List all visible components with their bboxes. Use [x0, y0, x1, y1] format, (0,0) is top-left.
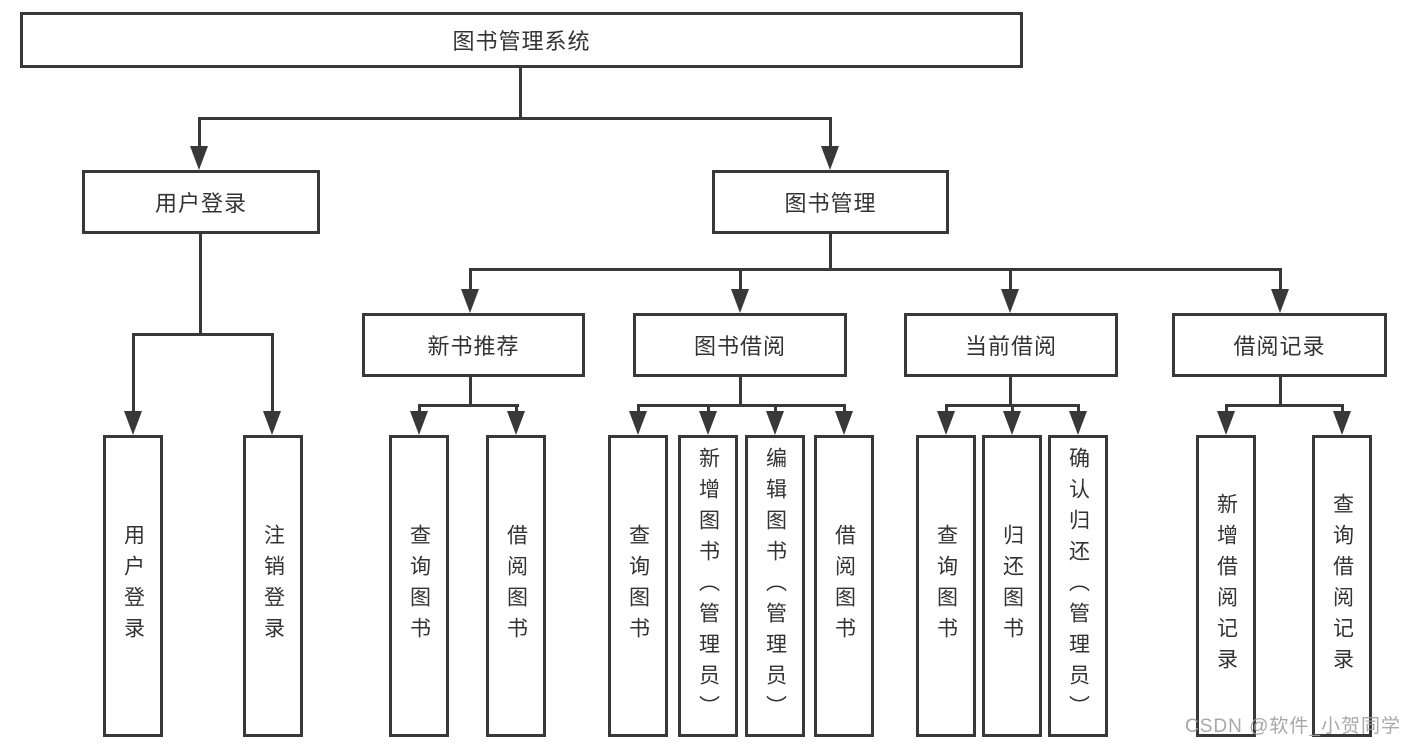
node-br-query-record-label: 查询借阅记录 [1330, 493, 1354, 679]
arrowhead-to-cb-return-icon [1003, 411, 1021, 435]
node-cb-query-books-label: 查询图书 [934, 524, 958, 648]
connector-drop-bb-query [637, 404, 640, 414]
connector-level3-horizontal [469, 268, 1282, 271]
connector-drop-cb-return [1011, 404, 1014, 414]
connector-drop-book-borrow [739, 268, 742, 292]
node-bb-add-books-admin: 新增图书（管理员） [678, 435, 738, 737]
node-logout-action: 注销登录 [243, 435, 303, 737]
node-user-login-label: 用户登录 [154, 191, 247, 216]
node-cb-query-books: 查询图书 [916, 435, 976, 737]
node-new-book-recommend-label: 新书推荐 [427, 334, 520, 359]
connector-new-book-recommend-branch [418, 404, 519, 407]
node-current-borrow-label: 当前借阅 [964, 334, 1057, 359]
arrowhead-to-nbr-query-icon [410, 411, 428, 435]
connector-book-borrow-branch [637, 404, 846, 407]
arrowhead-to-bb-query-icon [629, 411, 647, 435]
connector-book-management-vertical [829, 234, 832, 270]
connector-current-borrow-vertical [1009, 377, 1012, 406]
node-cb-confirm-return-admin: 确认归还（管理员） [1048, 435, 1108, 737]
node-bb-add-books-admin-label: 新增图书（管理员） [696, 446, 720, 726]
node-bb-borrow-books: 借阅图书 [814, 435, 874, 737]
connector-borrow-records-branch [1225, 404, 1344, 407]
arrowhead-to-login-action-icon [124, 411, 142, 435]
connector-drop-br-add [1225, 404, 1228, 414]
node-nbr-borrow-books-label: 借阅图书 [504, 524, 528, 648]
connector-drop-new-book-recommend [469, 268, 472, 292]
arrowhead-to-bb-edit-icon [766, 411, 784, 435]
node-logout-action-label: 注销登录 [261, 524, 285, 648]
arrowhead-to-book-borrow-icon [731, 289, 749, 313]
connector-drop-borrow-records [1279, 268, 1282, 292]
connector-drop-cb-query [945, 404, 948, 414]
node-new-book-recommend: 新书推荐 [362, 313, 585, 377]
connector-user-login-vertical [199, 234, 202, 335]
node-cb-return-books-label: 归还图书 [1000, 524, 1024, 648]
connector-new-book-recommend-vertical [469, 377, 472, 406]
connector-borrow-records-vertical [1279, 377, 1282, 406]
arrowhead-to-nbr-borrow-icon [507, 411, 525, 435]
arrowhead-to-br-add-icon [1217, 411, 1235, 435]
node-book-management: 图书管理 [712, 170, 949, 234]
node-cb-return-books: 归还图书 [982, 435, 1042, 737]
connector-user-login-branch [132, 333, 274, 336]
node-nbr-query-books: 查询图书 [389, 435, 449, 737]
node-cb-confirm-return-admin-label: 确认归还（管理员） [1066, 446, 1090, 726]
arrowhead-to-bb-add-icon [699, 411, 717, 435]
connector-drop-bb-edit [774, 404, 777, 414]
connector-drop-br-query [1341, 404, 1344, 414]
connector-level2-horizontal [198, 117, 832, 120]
connector-drop-book-management [829, 117, 832, 149]
node-nbr-borrow-books: 借阅图书 [486, 435, 546, 737]
arrowhead-to-current-borrow-icon [1001, 289, 1019, 313]
node-login-action: 用户登录 [103, 435, 163, 737]
watermark: CSDN @软件_小贺同学 [1185, 716, 1401, 737]
node-library-system-label: 图书管理系统 [452, 29, 591, 54]
node-current-borrow: 当前借阅 [904, 313, 1118, 377]
node-user-login: 用户登录 [82, 170, 320, 234]
node-bb-edit-books-admin: 编辑图书（管理员） [745, 435, 805, 737]
node-nbr-query-books-label: 查询图书 [407, 524, 431, 648]
arrowhead-to-new-book-recommend-icon [461, 289, 479, 313]
node-br-add-record-label: 新增借阅记录 [1214, 493, 1238, 679]
arrowhead-to-logout-action-icon [263, 411, 281, 435]
node-book-borrow-label: 图书借阅 [693, 334, 786, 359]
arrowhead-to-borrow-records-icon [1271, 289, 1289, 313]
node-library-system: 图书管理系统 [20, 12, 1023, 68]
connector-drop-logout-action [271, 333, 274, 413]
node-book-management-label: 图书管理 [784, 191, 877, 216]
arrowhead-to-cb-query-icon [937, 411, 955, 435]
node-book-borrow: 图书借阅 [633, 313, 847, 377]
arrowhead-to-cb-confirm-icon [1069, 411, 1087, 435]
connector-book-borrow-vertical [739, 377, 742, 406]
node-borrow-records: 借阅记录 [1172, 313, 1387, 377]
node-borrow-records-label: 借阅记录 [1233, 334, 1326, 359]
node-br-query-record: 查询借阅记录 [1312, 435, 1372, 737]
node-bb-borrow-books-label: 借阅图书 [832, 524, 856, 648]
connector-drop-bb-add [707, 404, 710, 414]
arrowhead-to-user-login-icon [190, 146, 208, 170]
connector-drop-user-login [198, 117, 201, 149]
connector-drop-nbr-query [418, 404, 421, 414]
arrowhead-to-book-management-icon [821, 146, 839, 170]
connector-drop-cb-confirm [1077, 404, 1080, 414]
connector-drop-bb-borrow [843, 404, 846, 414]
node-bb-edit-books-admin-label: 编辑图书（管理员） [763, 446, 787, 726]
connector-root-vertical [519, 67, 522, 119]
node-br-add-record: 新增借阅记录 [1196, 435, 1256, 737]
arrowhead-to-bb-borrow-icon [835, 411, 853, 435]
node-bb-query-books-label: 查询图书 [626, 524, 650, 648]
connector-drop-current-borrow [1009, 268, 1012, 292]
node-bb-query-books: 查询图书 [608, 435, 668, 737]
arrowhead-to-br-query-icon [1333, 411, 1351, 435]
node-login-action-label: 用户登录 [121, 524, 145, 648]
connector-drop-nbr-borrow [515, 404, 518, 414]
connector-drop-login-action [132, 333, 135, 413]
